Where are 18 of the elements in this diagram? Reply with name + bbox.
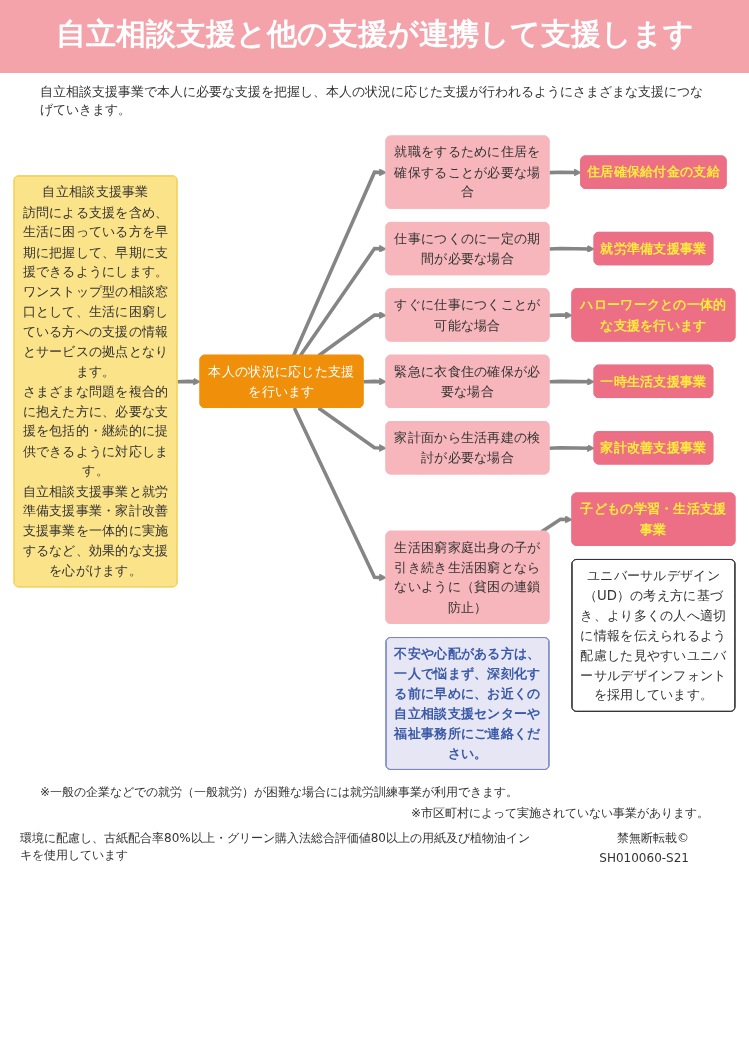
arrow bbox=[363, 377, 387, 385]
footnote: ※一般の企業などでの就労（一般就労）が困難な場合には就労訓練事業が利用できます。 bbox=[40, 784, 520, 802]
arrow bbox=[177, 377, 201, 385]
arrow bbox=[540, 515, 573, 533]
arrow bbox=[549, 310, 573, 319]
arrow bbox=[549, 244, 595, 253]
arrow bbox=[291, 167, 387, 356]
arrow bbox=[292, 406, 387, 581]
product-code: SH010060-S21 bbox=[599, 851, 689, 866]
arrow bbox=[549, 443, 595, 452]
arrow bbox=[317, 406, 387, 452]
copyright-note: 禁無断転載© bbox=[616, 830, 689, 848]
environment-note: 環境に配慮し、古紙配合率80%以上・グリーン購入法総合評価値80以上の用紙及び植物油インキを使用しています bbox=[20, 830, 531, 865]
arrow bbox=[549, 168, 582, 176]
intro-paragraph: 自立相談支援事業で本人に必要な支援を把握し、本人の状況に応じた支援が行われるようにさまざまな支援につなげていきます。 bbox=[40, 82, 704, 119]
arrow bbox=[549, 377, 595, 386]
footnote: ※市区町村によって実施されていない事業があります。 bbox=[409, 805, 709, 823]
page-title: 自立相談支援と他の支援が連携して支援します bbox=[54, 15, 695, 53]
